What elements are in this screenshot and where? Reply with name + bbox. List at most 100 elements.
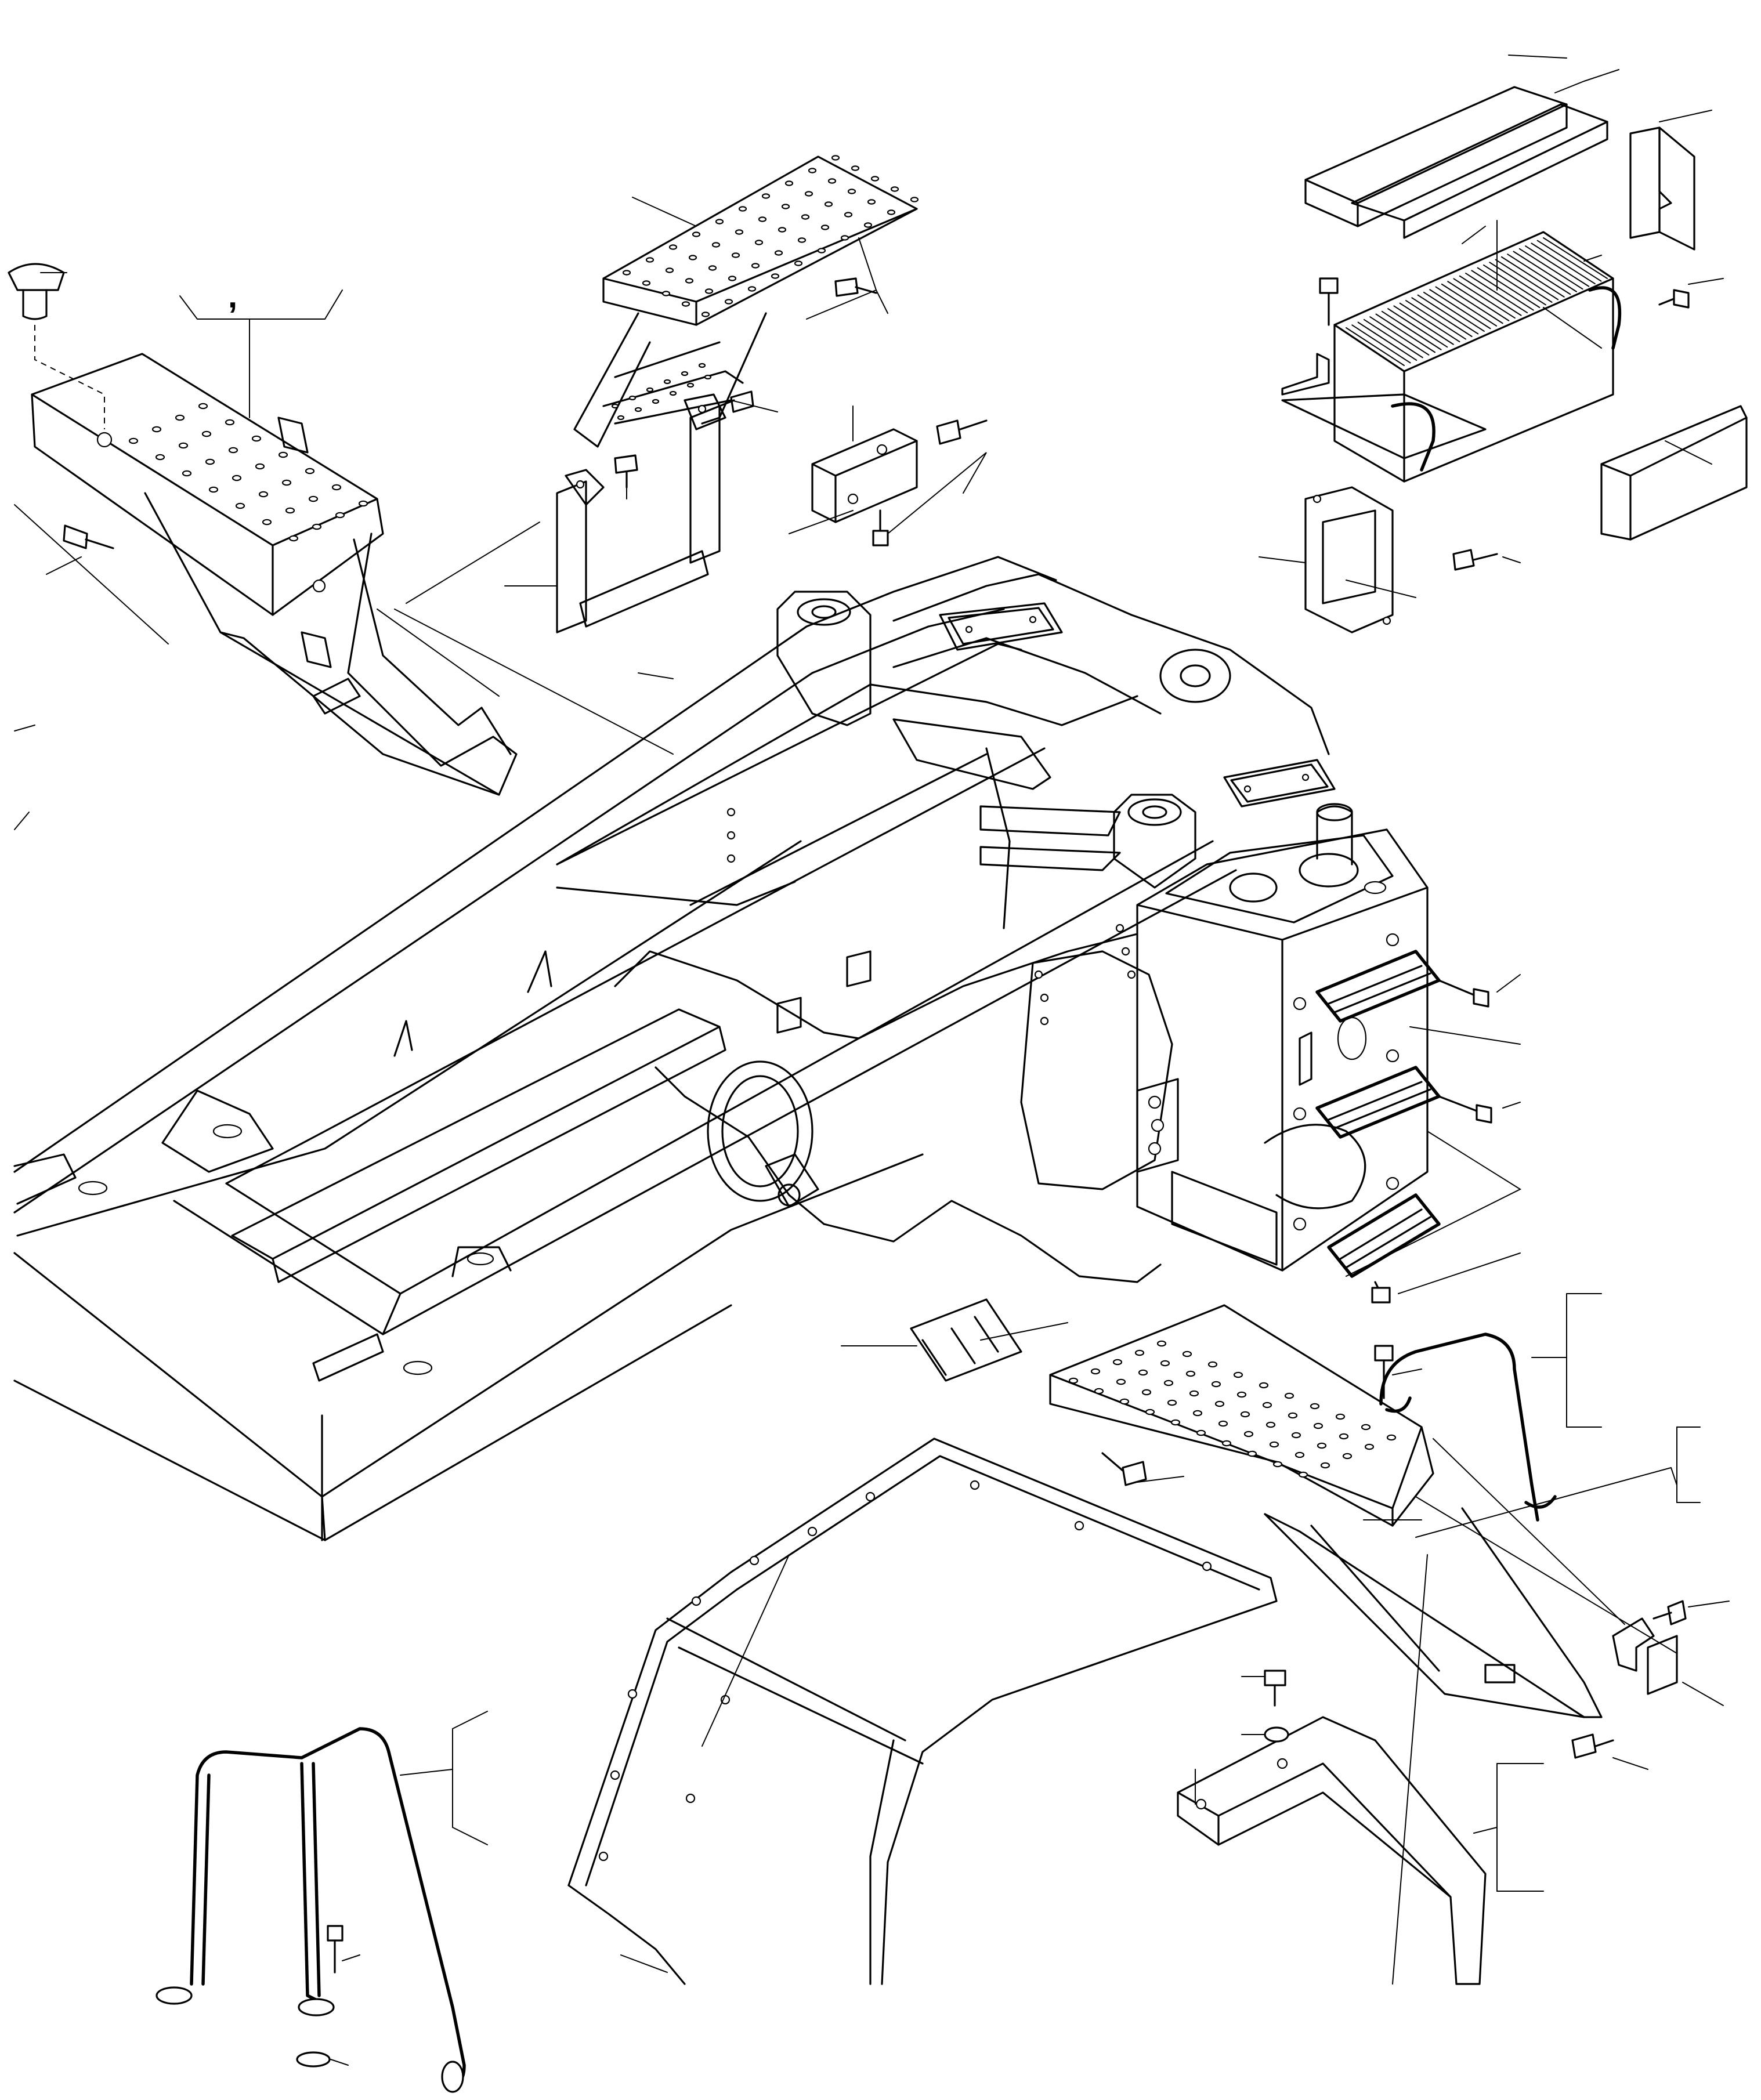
perforation-hole [1214, 1400, 1225, 1407]
rib-line [1393, 305, 1454, 345]
rib-line [1531, 242, 1596, 285]
rib-line [1357, 321, 1418, 361]
perforation-hole [1320, 1462, 1330, 1469]
perforation-hole [305, 468, 315, 475]
perforation-hole [669, 390, 677, 396]
perforation-hole [617, 415, 625, 421]
perforation-hole [831, 155, 840, 161]
rib-line [1399, 302, 1460, 343]
rib-line [1536, 240, 1602, 282]
perforation-hole [645, 257, 655, 263]
perforation-hole [738, 206, 747, 212]
perforation-hole [182, 470, 192, 477]
perforation-hole [827, 178, 837, 184]
bolt-icon [1438, 1095, 1492, 1124]
perforation-hole [771, 273, 780, 279]
perforation-hole [155, 454, 165, 461]
perforation-hole [1138, 1369, 1148, 1376]
perforation-hole [175, 414, 185, 421]
perforation-hole [1259, 1382, 1269, 1389]
perforation-hole [285, 507, 295, 514]
grab-handle [156, 1727, 466, 2093]
perforation-hole [232, 475, 242, 481]
perforation-hole [1269, 1441, 1279, 1448]
perforation-hole [797, 237, 807, 243]
perforation-hole [704, 374, 712, 380]
perforation-hole [781, 204, 790, 209]
perforation-hole [1335, 1413, 1346, 1420]
perforation-hole [668, 244, 678, 250]
perforation-hole [820, 225, 830, 230]
perforation-hole [685, 278, 694, 284]
bolt-icon [327, 1925, 343, 1974]
chassis-frame [13, 556, 1336, 1541]
bolt-icon [1264, 1670, 1286, 1707]
perforation-hole [817, 248, 826, 254]
perforation-hole [1284, 1392, 1294, 1399]
perforation-hole [731, 252, 740, 258]
perforation-hole [692, 231, 701, 237]
perforation-hole [1233, 1371, 1243, 1378]
perforation-hole [758, 216, 767, 222]
perforation-hole [1116, 1378, 1126, 1385]
housing-steps [1315, 950, 1492, 1304]
perforation-hole [774, 250, 783, 256]
perforation-hole [1134, 1349, 1145, 1356]
perforation-hole [681, 371, 689, 376]
perforation-hole [1236, 1391, 1247, 1398]
perforation-hole [686, 382, 695, 388]
perforation-grid [611, 363, 712, 421]
perforation-hole [887, 209, 896, 215]
perforation-hole [288, 535, 299, 542]
perforation-hole [151, 426, 162, 433]
perforation-hole [178, 442, 189, 449]
rib-line [1423, 291, 1485, 332]
perforation-hole [281, 479, 292, 486]
perforation-hole [611, 403, 619, 409]
angle-bracket [811, 419, 988, 546]
rib-line [1381, 310, 1442, 350]
perforation-hole [1313, 1422, 1324, 1429]
ribbed-top [1346, 237, 1608, 366]
perforation-hole [205, 458, 215, 465]
perforation-hole [1189, 1390, 1199, 1397]
perforation-hole [331, 484, 342, 491]
perforation-hole [1112, 1359, 1123, 1366]
perforation-hole [1090, 1368, 1101, 1375]
rib-line [1500, 256, 1565, 298]
perforation-hole [711, 242, 721, 248]
perforation-hole [1364, 1443, 1375, 1450]
rib-line [1482, 264, 1546, 306]
perforation-hole [761, 193, 771, 199]
rib-line [1471, 270, 1534, 311]
bolt-icon [1438, 979, 1489, 1008]
perforation-hole [1361, 1424, 1371, 1431]
perforation-hole [801, 214, 810, 220]
perforation-hole [1221, 1440, 1232, 1447]
perforation-hole [1294, 1451, 1305, 1458]
perforation-hole [665, 267, 674, 273]
perforation-hole [804, 191, 813, 197]
perforation-hole [663, 379, 671, 385]
perforation-hole [870, 176, 880, 182]
perforation-hole [1291, 1432, 1301, 1439]
perforation-hole [208, 486, 219, 493]
bolt-icon [1652, 1600, 1687, 1625]
perforation-hole [622, 270, 631, 276]
perforation-hole [1240, 1411, 1250, 1418]
left-step-assembly [8, 263, 518, 796]
rib-line [1363, 318, 1423, 359]
rib-line [1435, 286, 1498, 327]
perforation-hole [1160, 1360, 1170, 1367]
rib-line [1525, 245, 1590, 287]
perforation-hole [258, 491, 269, 498]
bolt-icon [1452, 549, 1498, 571]
perforation-hole [1119, 1398, 1130, 1405]
perforation-hole [701, 312, 710, 317]
perforation-hole [228, 447, 238, 454]
fender [567, 1438, 1278, 1985]
bolt-icon [1658, 289, 1690, 309]
rib-line [1369, 316, 1430, 356]
perforation-hole [1265, 1421, 1276, 1428]
perforation-hole [794, 260, 803, 266]
